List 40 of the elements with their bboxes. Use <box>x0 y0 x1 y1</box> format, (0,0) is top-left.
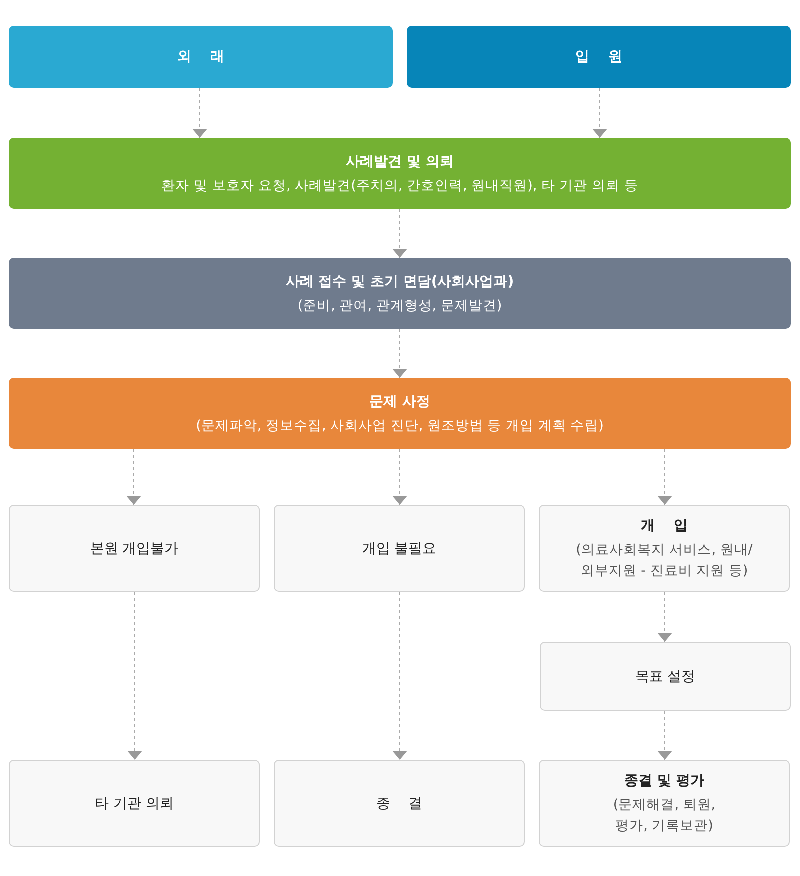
step-title: 사례 접수 및 초기 면담(사회사업과) <box>286 272 514 292</box>
step-label: 본원 개입불가 <box>90 540 179 558</box>
step-description: (준비, 관여, 관계형성, 문제발견) <box>298 296 502 316</box>
step-description: (문제해결, 퇴원, 평가, 기록보관) <box>612 796 717 836</box>
step-label: 입 원 <box>576 48 622 67</box>
step-title: 문제 사정 <box>370 392 430 412</box>
step-label: 목표 설정 <box>635 668 696 686</box>
process-box <box>9 505 260 592</box>
arrow <box>128 592 142 760</box>
arrow <box>658 710 672 760</box>
process-box <box>407 26 791 88</box>
step-title: 개 입 <box>641 517 688 536</box>
step-label: 타 기관 의뢰 <box>95 794 174 814</box>
arrow <box>658 592 672 642</box>
step-title: 종결 및 평가 <box>624 772 704 791</box>
step-label: 외 래 <box>178 48 224 67</box>
arrow <box>192 88 208 138</box>
process-box <box>539 760 790 847</box>
arrow <box>392 208 408 258</box>
arrow <box>392 328 408 378</box>
arrow <box>126 448 142 506</box>
step-label: 개입 불필요 <box>362 540 437 558</box>
process-box <box>9 26 393 88</box>
step-description: (의료사회복지 서비스, 원내/외부지원 - 진료비 지원 등) <box>575 541 754 581</box>
process-box <box>9 760 260 847</box>
process-box <box>274 760 525 847</box>
process-box <box>274 505 525 592</box>
step-description: 환자 및 보호자 요청, 사례발견(주치의, 간호인력, 원내직원), 타 기관 의뢰 등 <box>162 176 638 196</box>
process-box <box>9 258 791 329</box>
process-box <box>9 138 791 209</box>
arrow <box>658 448 672 506</box>
step-title: 사례발견 및 의뢰 <box>346 152 454 172</box>
arrow <box>592 88 608 138</box>
arrow <box>392 592 408 760</box>
step-description: (문제파악, 정보수집, 사회사업 진단, 원조방법 등 개입 계획 수립) <box>196 416 604 436</box>
process-box <box>539 505 790 592</box>
step-label: 종 결 <box>376 794 423 814</box>
process-box <box>9 378 791 449</box>
arrow <box>392 448 408 506</box>
process-box <box>540 642 791 711</box>
